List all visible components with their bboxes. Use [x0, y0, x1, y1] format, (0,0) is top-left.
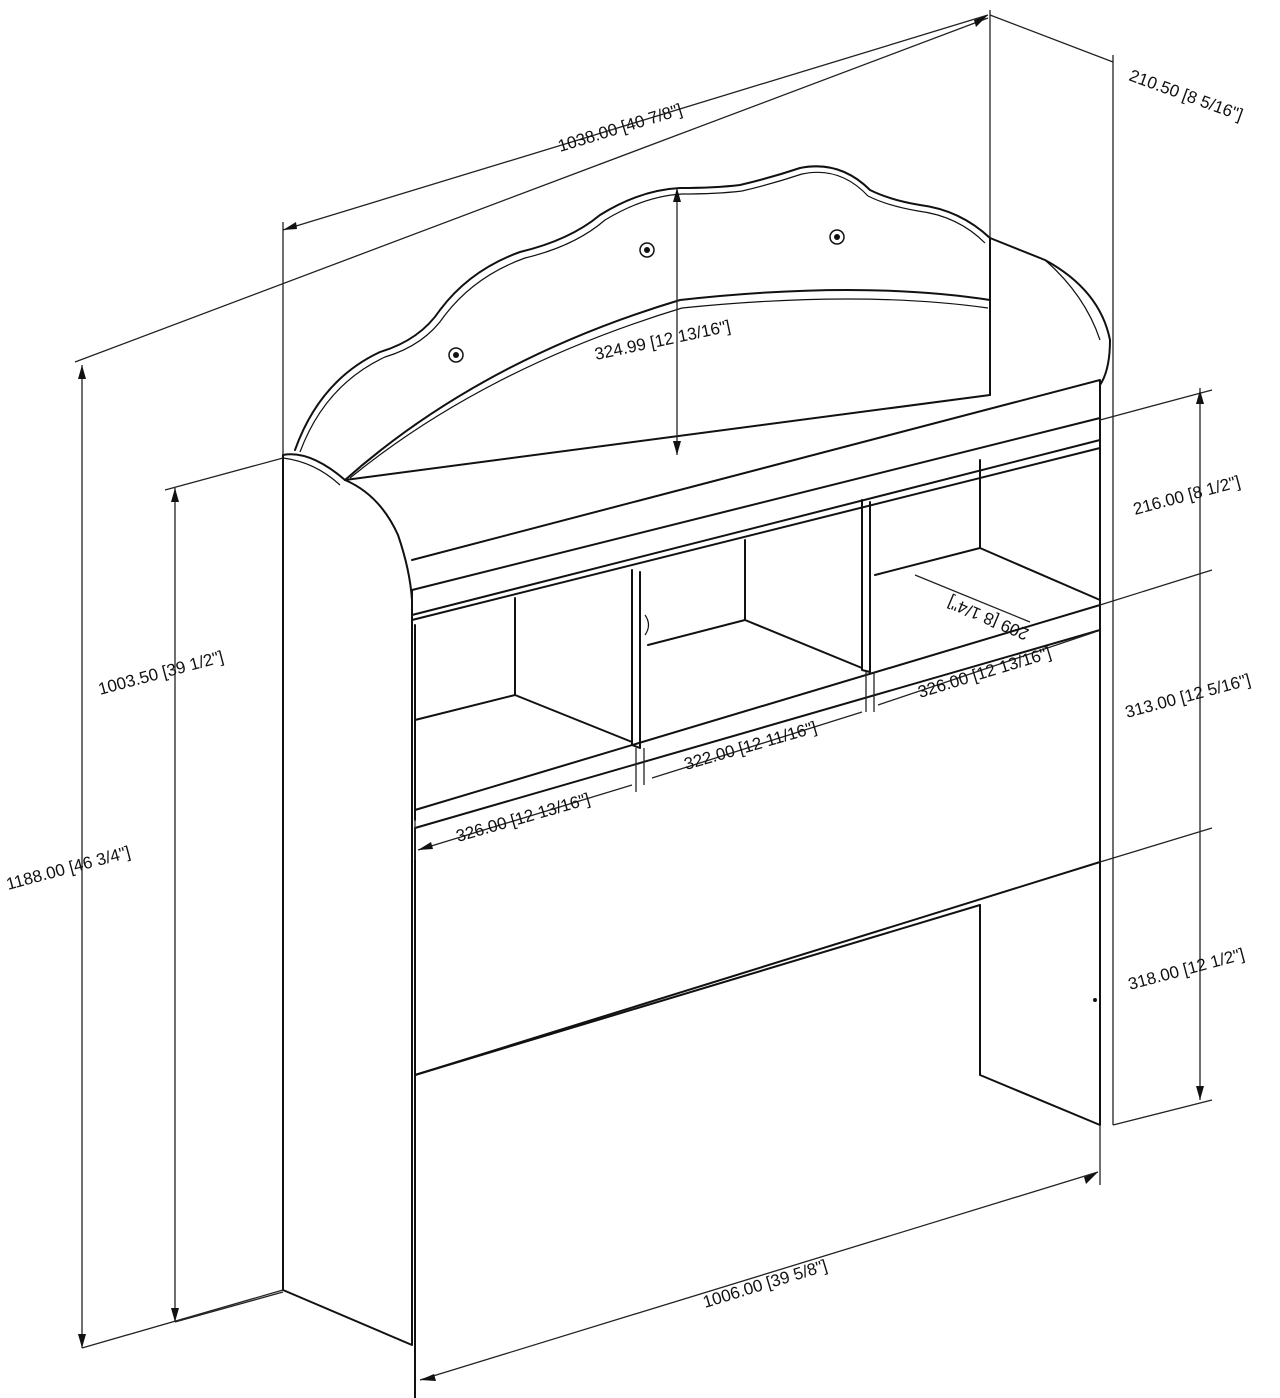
divider-1 [631, 569, 641, 749]
right-leg [979, 861, 1101, 1126]
label-front-height: 1003.50 [39 1/2"] [96, 647, 225, 699]
left-side-panel [282, 454, 413, 1346]
top-shelf-edge [411, 439, 1101, 616]
label-overall-width-bottom: 1006.00 [39 5/8"] [701, 1256, 830, 1312]
label-depth: 210.50 [8 5/16"] [1127, 66, 1246, 125]
label-bottom-height: 318.00 [12 1/2"] [1126, 945, 1246, 994]
top-shelf-front [411, 379, 1101, 591]
cubby-middle-back [647, 539, 746, 646]
cubby-right-back [874, 459, 981, 576]
label-cubby-height: 313.00 [12 5/16"] [1123, 670, 1252, 722]
cubby-bottom-shelf [414, 604, 1101, 829]
divider-2 [861, 499, 871, 673]
left-panel-curve [344, 479, 413, 601]
label-overall-height: 1188.00 [46 3/4"] [4, 842, 132, 893]
left-panel-top [282, 453, 346, 481]
flower-icon [829, 229, 845, 245]
right-side-top [989, 237, 1111, 386]
dimension-labels: 1038.00 [40 7/8"] 210.50 [8 5/16"] 324.9… [4, 66, 1252, 1312]
flower-icon [448, 347, 464, 363]
label-cubby-left-width: 326.00 [12 13/16"] [454, 789, 592, 845]
label-top-section-height: 216.00 [8 1/2"] [1131, 472, 1242, 519]
headboard-outline [282, 165, 1111, 1398]
inner-shelf-curve [344, 289, 991, 481]
dimension-lines [74, 10, 1213, 1381]
label-cubby-depth: 209 [8 1/4"] [945, 593, 1032, 644]
label-overall-width-top: 1038.00 [40 7/8"] [556, 100, 685, 156]
label-arch-height: 324.99 [12 13/16"] [593, 317, 732, 364]
flower-icon [639, 242, 655, 258]
scalloped-arch [294, 165, 991, 451]
label-cubby-right-width: 326.00 [12 13/16"] [916, 643, 1054, 702]
